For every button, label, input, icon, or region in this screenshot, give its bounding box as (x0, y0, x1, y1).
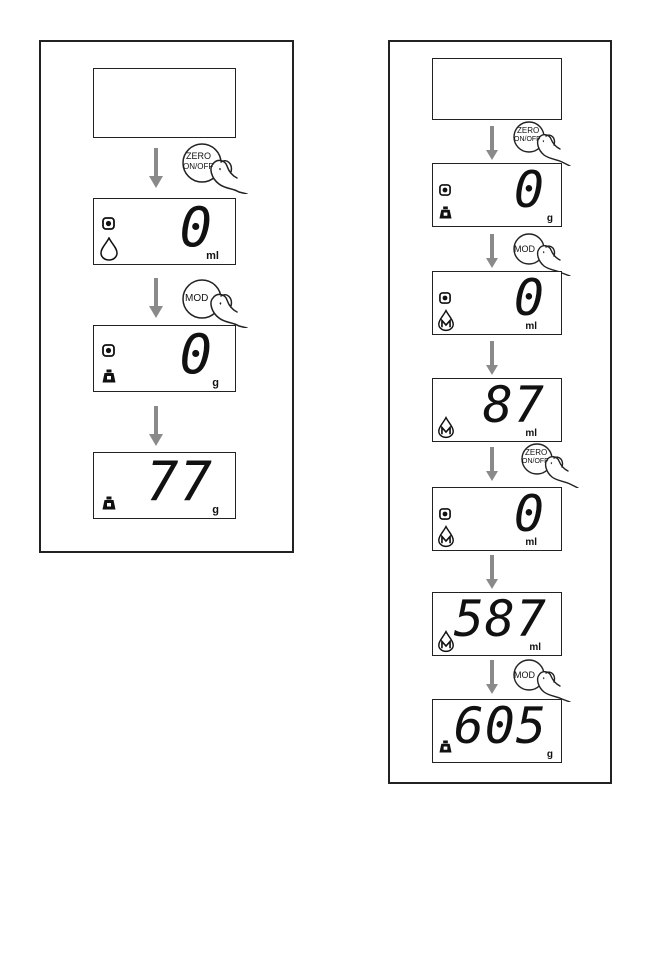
down-arrow-icon (486, 126, 498, 160)
finger-press-icon (512, 658, 574, 702)
on-off-label: ON/OFF (514, 136, 540, 143)
lcd-unit: ml (529, 642, 541, 653)
weight-icon (102, 369, 116, 383)
down-arrow-icon (149, 148, 163, 188)
weight-icon (102, 496, 116, 510)
target-dot-icon (439, 184, 451, 196)
lcd-screen-blank (93, 68, 236, 138)
lcd-value: 587 (454, 594, 547, 644)
lcd-unit: ml (525, 428, 537, 439)
lcd-screen: 77 g (93, 452, 236, 519)
lcd-value: 0 (514, 165, 545, 215)
weight-icon (439, 740, 452, 753)
lcd-screen: 587 ml (432, 592, 562, 656)
lcd-unit: ml (206, 250, 219, 262)
lcd-screen: 0 g (432, 163, 562, 227)
zero-label: ZERO (525, 448, 547, 457)
zero-on-off-button[interactable]: ZERO ON/OFF (520, 442, 582, 488)
left-sequence-panel: ZERO ON/OFF 0 ml MOD 0 g 77 g (39, 40, 294, 553)
lcd-screen: 0 ml (93, 198, 236, 265)
lcd-value: 0 (514, 273, 545, 323)
down-arrow-icon (486, 660, 498, 694)
mod-label: MOD (514, 670, 535, 680)
mod-button[interactable]: MOD (512, 658, 574, 702)
drop-m-icon (437, 525, 455, 548)
lcd-screen: 87 ml (432, 378, 562, 442)
down-arrow-icon (486, 341, 498, 375)
lcd-value: 0 (179, 328, 213, 382)
down-arrow-icon (149, 406, 163, 446)
lcd-value: 87 (483, 380, 545, 430)
lcd-unit: g (212, 504, 219, 516)
target-dot-icon (439, 292, 451, 304)
lcd-unit: g (547, 749, 553, 760)
lcd-unit: ml (525, 321, 537, 332)
target-dot-icon (102, 217, 115, 230)
drop-m-icon (437, 309, 455, 332)
drop-m-icon (437, 630, 455, 653)
lcd-value: 605 (454, 701, 547, 751)
lcd-value: 0 (179, 201, 213, 255)
on-off-label: ON/OFF (522, 458, 548, 465)
on-off-label: ON/OFF (183, 162, 213, 171)
lcd-screen: 0 ml (432, 487, 562, 551)
lcd-screen: 0 g (93, 325, 236, 392)
lcd-screen: 0 ml (432, 271, 562, 335)
down-arrow-icon (486, 447, 498, 481)
zero-label: ZERO (186, 151, 211, 161)
target-dot-icon (102, 344, 115, 357)
down-arrow-icon (486, 555, 498, 589)
lcd-unit: g (547, 213, 553, 224)
down-arrow-icon (486, 234, 498, 268)
mod-button[interactable]: MOD (181, 278, 251, 328)
mod-label: MOD (514, 244, 535, 254)
down-arrow-icon (149, 278, 163, 318)
right-sequence-panel: ZERO ON/OFF 0 g MOD 0 ml 87 ml ZERO ON/O… (388, 40, 612, 784)
target-dot-icon (439, 508, 451, 520)
drop-m-icon (437, 416, 455, 439)
mod-label: MOD (185, 293, 208, 304)
lcd-screen-blank (432, 58, 562, 120)
lcd-value: 0 (514, 489, 545, 539)
lcd-screen: 605 g (432, 699, 562, 763)
drop-icon (99, 237, 119, 261)
lcd-value: 77 (146, 455, 213, 509)
weight-icon (439, 206, 452, 219)
zero-on-off-button[interactable]: ZERO ON/OFF (512, 120, 574, 166)
lcd-unit: g (212, 377, 219, 389)
zero-on-off-button[interactable]: ZERO ON/OFF (181, 142, 251, 194)
zero-label: ZERO (517, 126, 539, 135)
lcd-unit: ml (525, 537, 537, 548)
